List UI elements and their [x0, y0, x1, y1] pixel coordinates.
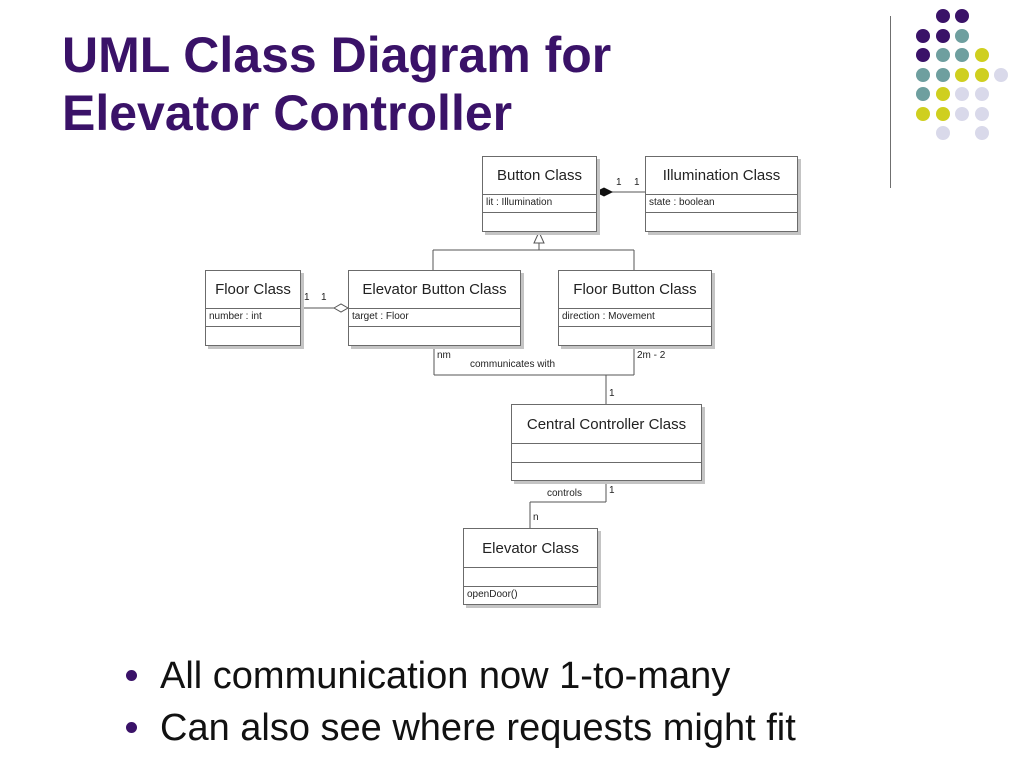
class-operations	[559, 327, 711, 345]
decorative-dot	[974, 87, 989, 101]
illumination-class: Illumination Class state : boolean	[645, 156, 798, 232]
elevator-class: Elevator Class openDoor()	[463, 528, 598, 605]
association-label: controls	[547, 488, 583, 499]
decorative-dot	[955, 67, 969, 82]
button-class: Button Class lit : Illumination	[482, 156, 597, 232]
decorative-dot	[916, 87, 930, 101]
multiplicity-label: 1	[321, 292, 327, 303]
class-operations	[349, 327, 520, 345]
decorative-dot	[955, 28, 969, 43]
class-name: Floor Button Class	[559, 271, 711, 309]
class-attribute: number : int	[206, 309, 300, 327]
class-attribute: state : boolean	[646, 195, 797, 213]
class-name: Button Class	[483, 157, 596, 195]
decorative-divider	[890, 16, 891, 188]
decorative-dot	[935, 67, 950, 82]
central-controller-class: Central Controller Class	[511, 404, 702, 481]
class-attribute: target : Floor	[349, 309, 520, 327]
association-label: communicates with	[470, 359, 556, 370]
aggregation-diamond	[332, 303, 350, 313]
floor-button-class: Floor Button Class direction : Movement	[558, 270, 712, 346]
decorative-dot	[974, 67, 989, 82]
decorative-dot	[974, 106, 989, 121]
decorative-dot	[916, 48, 930, 62]
bullet-text: All communication now 1-to-many	[160, 655, 731, 697]
class-attribute	[464, 568, 597, 587]
decorative-dot	[935, 87, 950, 101]
decorative-dot	[994, 67, 1008, 82]
class-operations	[646, 213, 797, 231]
bullet-icon	[126, 670, 137, 681]
decorative-dot	[974, 126, 989, 140]
generalization-arrow	[533, 230, 545, 244]
class-name: Central Controller Class	[512, 405, 701, 444]
slide-title: UML Class Diagram for Elevator Controlle…	[62, 26, 611, 142]
class-operations	[512, 463, 701, 482]
multiplicity-label: 1	[634, 177, 640, 188]
class-attribute: lit : Illumination	[483, 195, 596, 213]
decorative-dot	[955, 106, 969, 121]
bullet-item: All communication now 1-to-many	[122, 650, 796, 702]
title-line-1: UML Class Diagram for	[62, 27, 612, 83]
decorative-dot	[935, 9, 950, 23]
decorative-dot	[955, 9, 969, 23]
bullet-list: All communication now 1-to-many Can also…	[122, 650, 796, 754]
bullet-text: Can also see where requests might fit	[160, 707, 796, 749]
floor-class: Floor Class number : int	[205, 270, 301, 346]
bullet-item: Can also see where requests might fit	[122, 702, 796, 754]
elevator-button-class: Elevator Button Class target : Floor	[348, 270, 521, 346]
multiplicity-label: 1	[609, 485, 615, 496]
composition-diamond	[594, 187, 614, 197]
class-name: Elevator Class	[464, 529, 597, 568]
class-name: Illumination Class	[646, 157, 797, 195]
class-name: Elevator Button Class	[349, 271, 520, 309]
decorative-dot	[916, 28, 930, 43]
decorative-dot	[974, 48, 989, 62]
class-name: Floor Class	[206, 271, 300, 309]
decorative-dot	[955, 87, 969, 101]
multiplicity-label: nm	[437, 350, 451, 361]
class-operations: openDoor()	[467, 589, 518, 600]
bullet-icon	[126, 722, 137, 733]
multiplicity-label: 2m - 2	[637, 350, 666, 361]
class-operations	[206, 327, 300, 345]
title-line-2: Elevator Controller	[62, 85, 513, 141]
multiplicity-label: 1	[609, 388, 615, 399]
decorative-dot	[935, 28, 950, 43]
class-attribute	[512, 444, 701, 463]
multiplicity-label: n	[533, 512, 539, 523]
decorative-dot	[935, 106, 950, 121]
decorative-dot	[955, 48, 969, 62]
decorative-dot	[935, 126, 950, 140]
class-operations	[483, 213, 596, 231]
multiplicity-label: 1	[304, 292, 310, 303]
decorative-dot	[935, 48, 950, 62]
multiplicity-label: 1	[616, 177, 622, 188]
decorative-dot	[916, 67, 930, 82]
decorative-dot	[916, 106, 930, 121]
class-attribute: direction : Movement	[559, 309, 711, 327]
